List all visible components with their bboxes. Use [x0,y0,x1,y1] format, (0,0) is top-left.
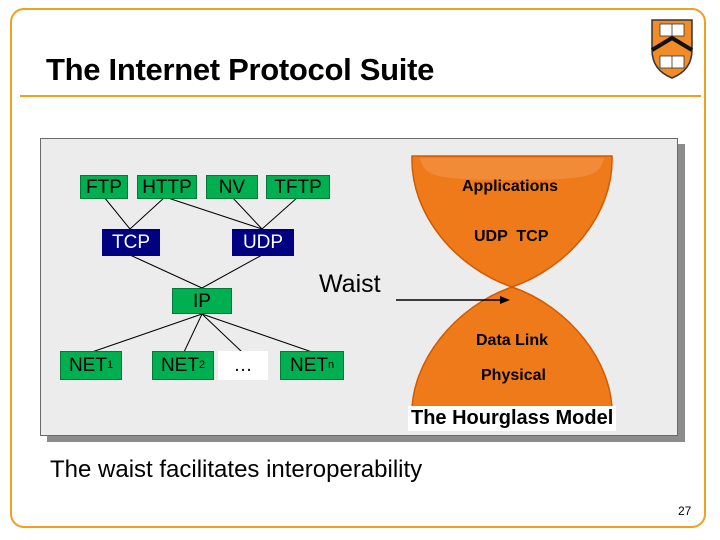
interoperability-statement: The waist facilitates interoperability [50,456,423,483]
ip-box: IP [172,288,232,314]
slide-frame [10,8,706,528]
udp-box: UDP [232,229,294,256]
hourglass-physical-label: Physical [481,367,546,384]
slide-title: The Internet Protocol Suite [46,52,435,87]
hourglass-model-caption: The Hourglass Model [408,406,617,431]
princeton-shield-icon [650,19,694,79]
waist-label: Waist [319,270,381,298]
nv-box: NV [206,175,258,199]
hourglass-applications-label: Applications [462,178,559,195]
tcp-box: TCP [102,229,160,256]
title-divider [20,95,701,97]
hourglass-udp-tcp-label: UDP TCP [474,228,549,245]
ftp-box: FTP [80,175,128,199]
http-box: HTTP [137,175,197,199]
ellipsis-box: … [218,351,268,380]
hourglass-datalink-label: Data Link [476,332,549,349]
page-number: 27 [678,504,692,518]
tftp-box: TFTP [266,175,330,199]
